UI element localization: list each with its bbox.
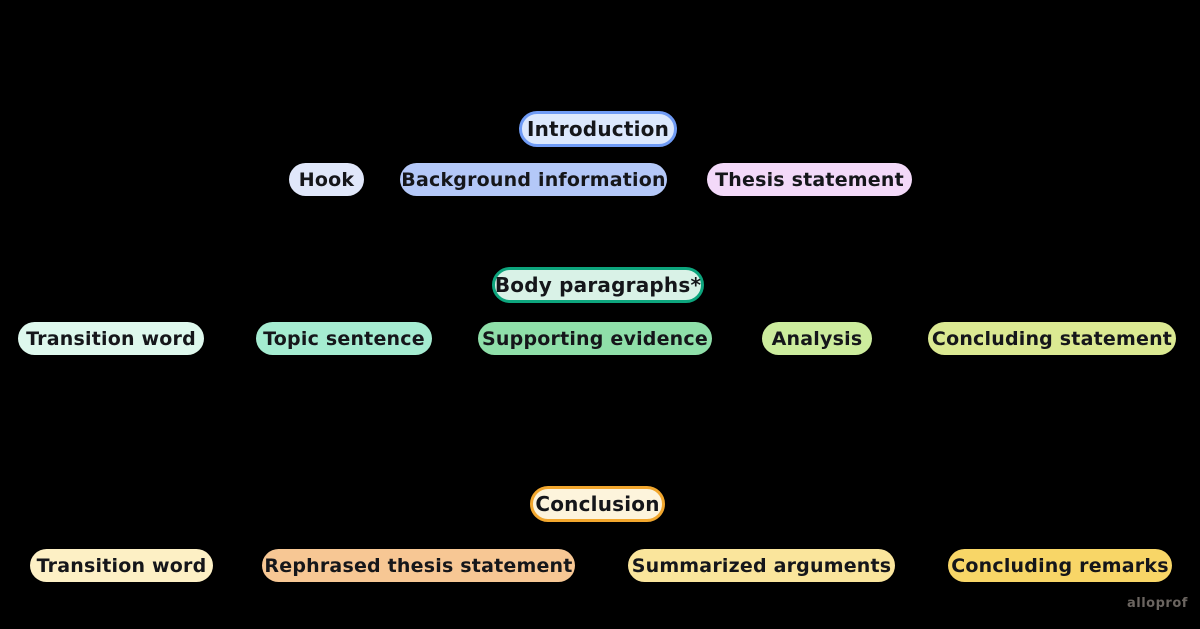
node-concluding-remarks: Concluding remarks [948,549,1172,582]
alloprof-watermark: alloprof [1127,596,1188,611]
node-summarized-arguments: Summarized arguments [628,549,895,582]
node-rephrased-thesis-statement: Rephrased thesis statement [262,549,575,582]
node-transition-word-body: Transition word [18,322,204,355]
section-title-body-paragraphs: Body paragraphs* [492,267,704,303]
node-supporting-evidence: Supporting evidence [478,322,712,355]
node-background-information: Background information [400,163,667,196]
section-title-conclusion: Conclusion [530,486,665,522]
node-hook: Hook [289,163,364,196]
node-topic-sentence: Topic sentence [256,322,432,355]
node-transition-word-conclusion: Transition word [30,549,213,582]
node-thesis-statement: Thesis statement [707,163,912,196]
section-title-introduction: Introduction [519,111,677,147]
node-analysis: Analysis [762,322,872,355]
node-concluding-statement: Concluding statement [928,322,1176,355]
